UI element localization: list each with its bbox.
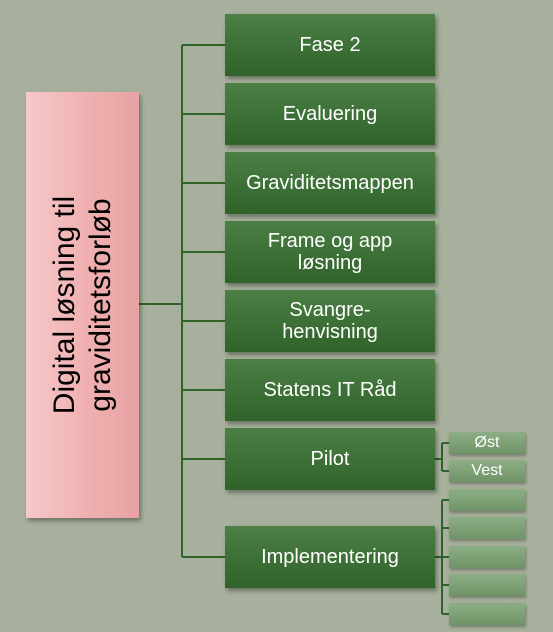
implementering-child-5 <box>449 603 525 625</box>
node-implementering: Implementering <box>225 526 435 588</box>
sub-label: Vest <box>471 462 503 479</box>
node-label-line2: henvisning <box>282 321 378 343</box>
node-svangrehenvisning: Svangre- henvisning <box>225 290 435 352</box>
node-pilot: Pilot <box>225 428 435 490</box>
pilot-child-vest: Vest <box>449 460 525 482</box>
node-label: Graviditetsmappen <box>246 172 414 194</box>
node-label: Statens IT Råd <box>263 379 397 401</box>
implementering-child-2 <box>449 517 525 539</box>
pilot-child-ost: Øst <box>449 432 525 454</box>
node-label-line1: Svangre- <box>289 299 371 321</box>
implementering-child-1 <box>449 489 525 511</box>
root-label-line1: Digital løsning til <box>47 195 81 415</box>
root-label-line2: graviditetsforløb <box>83 198 117 412</box>
node-evaluering: Evaluering <box>225 83 435 145</box>
node-label-line1: Frame og app <box>267 230 393 252</box>
node-frame-og-app: Frame og app løsning <box>225 221 435 283</box>
node-label: Evaluering <box>282 103 378 125</box>
node-label-line2: løsning <box>297 252 363 274</box>
implementering-child-4 <box>449 574 525 596</box>
node-fase-2: Fase 2 <box>225 14 435 76</box>
node-graviditetsmappen: Graviditetsmappen <box>225 152 435 214</box>
root-label: Digital løsning til graviditetsforløb <box>47 196 119 414</box>
node-label: Pilot <box>310 448 350 470</box>
root-node: Digital løsning til graviditetsforløb <box>26 92 139 518</box>
node-label: Fase 2 <box>299 34 361 56</box>
implementering-child-3 <box>449 546 525 568</box>
sub-label: Øst <box>474 434 500 451</box>
node-statens-it-raad: Statens IT Råd <box>225 359 435 421</box>
node-label: Implementering <box>261 546 399 568</box>
